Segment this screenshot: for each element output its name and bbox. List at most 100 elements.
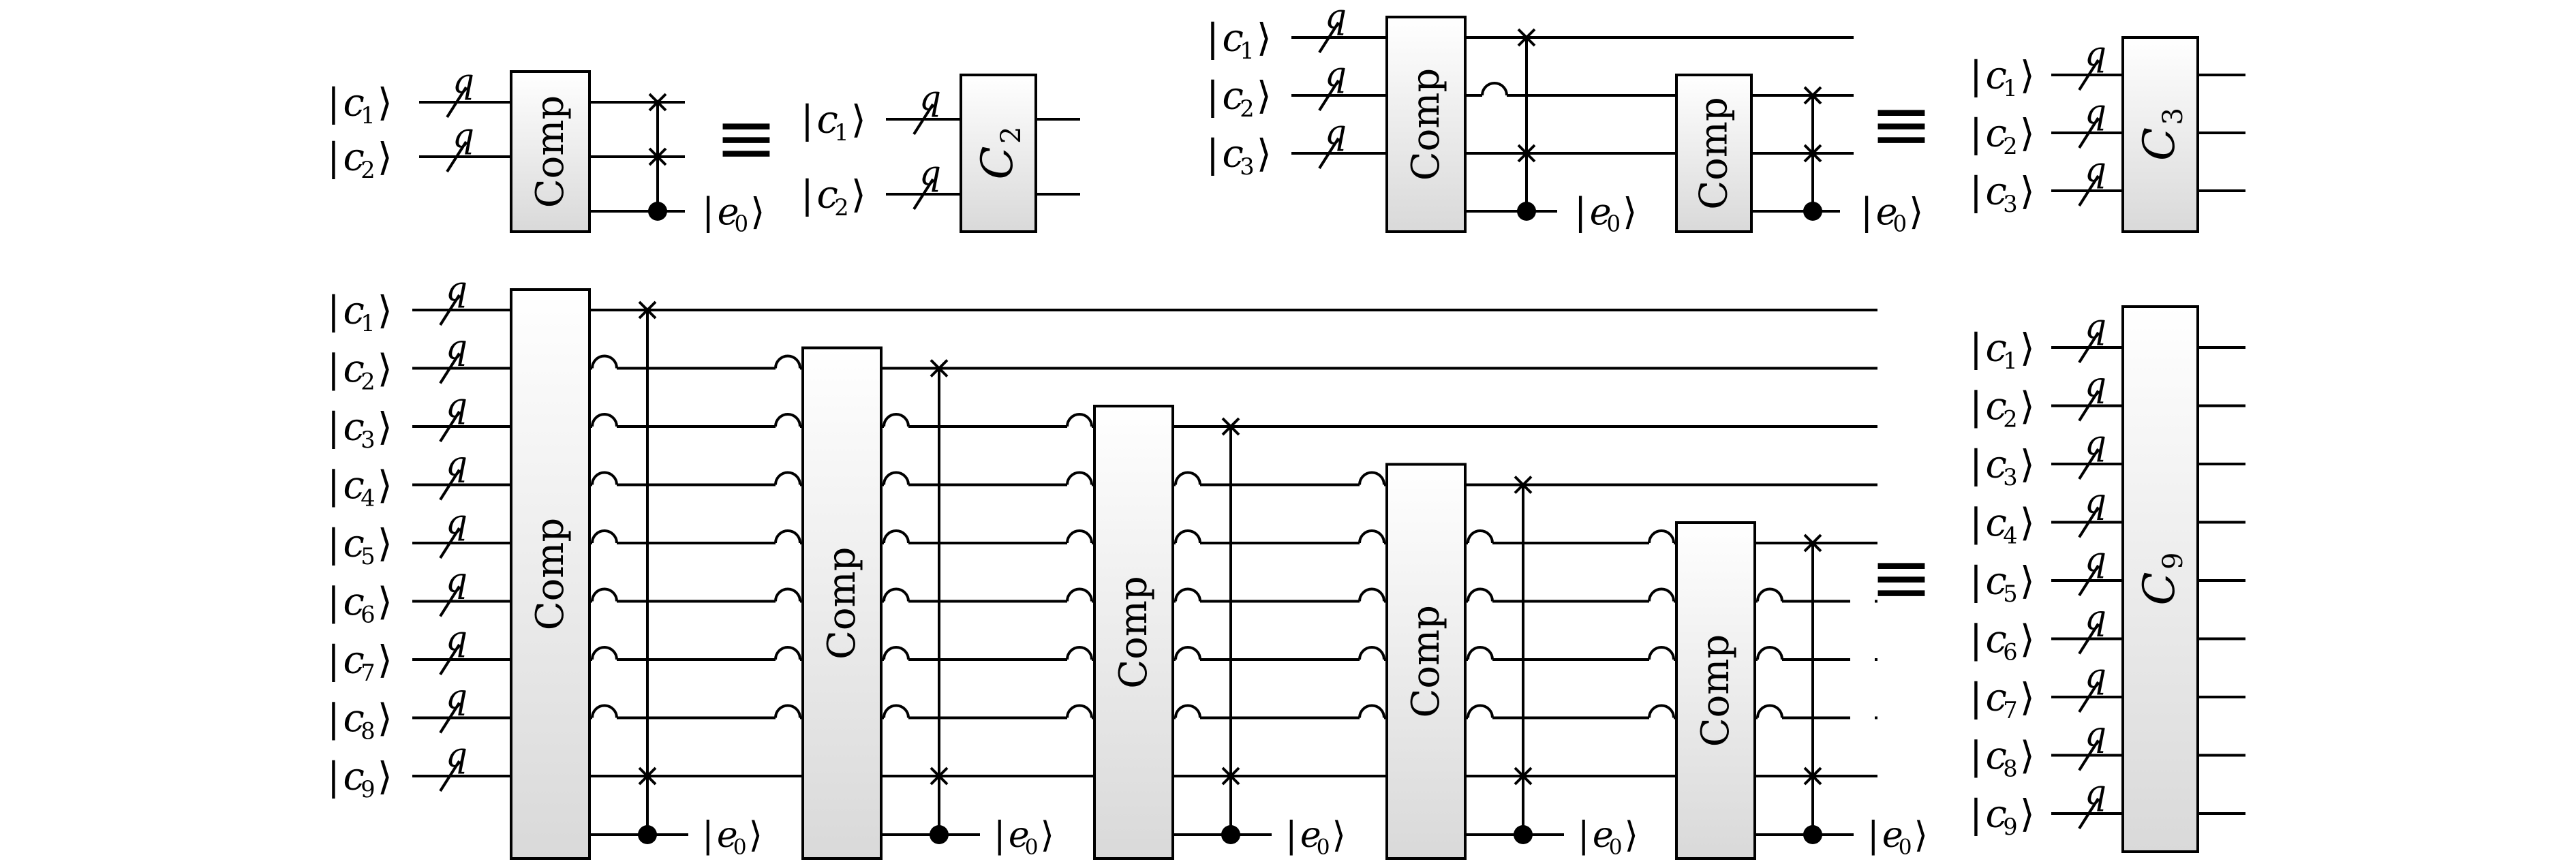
c2-result-gate-label: C3 xyxy=(2134,108,2189,161)
c1-swap-top-b xyxy=(648,93,667,112)
c3-wire-4-hop-2 xyxy=(883,471,910,485)
c3-result-wire-5-slash xyxy=(2078,564,2100,597)
c2-result-gate-index: 3 xyxy=(2158,108,2189,125)
c3-result-ket-2-close: ⟩ xyxy=(2020,384,2035,429)
c3-result-width-9: q xyxy=(2085,773,2106,812)
c3-wire-7-hop-2 xyxy=(883,646,910,660)
c3-result-ket-4: |c4⟩ xyxy=(1969,501,2035,548)
c3-input-ket-9-close: ⟩ xyxy=(378,755,393,799)
c1-result-width-2: q xyxy=(919,153,941,193)
c2-input-ket-2-index: 2 xyxy=(1240,95,1254,122)
c3-swap-bottom-5-b xyxy=(1803,767,1822,786)
c3-wire-6-slash xyxy=(439,585,461,617)
c1-result-ket-2-letter: c xyxy=(817,173,838,217)
c3-width-label-9: q xyxy=(446,735,467,775)
c2-result-ket-1-index: 1 xyxy=(2003,75,2017,102)
c3-input-ket-7-letter: c xyxy=(343,638,365,683)
c3-result-ket-7-letter: c xyxy=(1986,676,2007,720)
c3-ancilla-ket-3-open: | xyxy=(1285,815,1298,856)
c3-width-label-3: q xyxy=(446,386,467,425)
c2-result-width-1: q xyxy=(2085,34,2106,74)
c3-result-ket-5-open: | xyxy=(1969,559,1982,604)
c3-wire-6-hop-in-5 xyxy=(1648,587,1675,602)
c3-width-label-4: q xyxy=(446,444,467,484)
c3-input-ket-5-index: 5 xyxy=(361,543,375,570)
c3-wire-5-hop-3 xyxy=(1174,529,1201,544)
c3-wire-4-hop-in-2 xyxy=(774,471,801,485)
c3-input-ket-3-open: | xyxy=(327,405,340,450)
c3-wire-7-hop-in-4 xyxy=(1358,646,1385,660)
c3-compare-gate-2-label: Comp xyxy=(820,546,864,660)
c3-result-ket-5: |c5⟩ xyxy=(1969,559,2035,607)
c1-input-ket-1-close: ⟩ xyxy=(378,81,393,125)
c3-input-ket-1-open: | xyxy=(327,289,340,333)
c3-wire-5-slash xyxy=(439,527,461,559)
c3-ancilla-ket-1-index: 0 xyxy=(733,835,747,860)
c3-result-ket-1-close: ⟩ xyxy=(2020,326,2035,371)
c1-result-ket-1-index: 1 xyxy=(834,119,848,146)
c3-ancilla-ket-5: |e0⟩ xyxy=(1867,815,1928,859)
c3-wire-8-hop-in-5 xyxy=(1648,704,1675,718)
c2-input-ket-2-letter: c xyxy=(1223,74,1244,119)
c1-wire-1-slash xyxy=(446,86,467,119)
c3-input-ket-9-index: 9 xyxy=(361,776,375,803)
c3-result-width-1: q xyxy=(2085,307,2106,346)
c3-width-label-1: q xyxy=(446,269,467,309)
c2-result-ket-1: |c1⟩ xyxy=(1969,54,2035,102)
c3-wire-5-hop-in-2 xyxy=(774,529,801,544)
c3-wire-5-hop-in-3 xyxy=(1066,529,1093,544)
c3-wire-5-hop-2 xyxy=(883,529,910,544)
c3-wire-7-hop-4 xyxy=(1467,646,1494,660)
c3-compare-gate-1-label: Comp xyxy=(528,518,572,631)
c3-wire-7-slash xyxy=(439,643,461,676)
c1-ancilla-ket-close: ⟩ xyxy=(750,190,765,233)
c3-result-ket-6-index: 6 xyxy=(2003,638,2017,665)
c3-swap-top-1-b xyxy=(638,300,657,320)
c3-wire-7-hop-in-3 xyxy=(1066,646,1093,660)
c2-ancilla-ket-2-letter: e xyxy=(1876,190,1898,233)
c3-result-wire-8-slash xyxy=(2078,739,2100,771)
c3-wire-6-hop-in-4 xyxy=(1358,587,1385,602)
c3-swap-bottom-4-b xyxy=(1514,767,1533,786)
c3-ancilla-ket-4-open: | xyxy=(1578,815,1590,856)
c2-ancilla-ket-2: |e0⟩ xyxy=(1860,190,1923,237)
c3-ancilla-ket-1-open: | xyxy=(702,815,714,856)
c3-input-ket-2-index: 2 xyxy=(361,368,375,395)
c3-result-gate-label: C9 xyxy=(2134,553,2189,606)
c3-input-ket-3-close: ⟩ xyxy=(378,405,393,450)
c3-swap-top-3-b xyxy=(1221,417,1240,436)
c2-ancilla-ket-2-open: | xyxy=(1860,190,1873,233)
c3-input-ket-9-open: | xyxy=(327,755,340,799)
c3-input-ket-4-open: | xyxy=(327,463,340,508)
c3-input-ket-4-letter: c xyxy=(343,463,365,508)
c1-input-ket-1-index: 1 xyxy=(361,102,375,129)
c3-width-label-2: q xyxy=(446,328,467,367)
c2-ancilla-ket-1-letter: e xyxy=(1590,190,1612,233)
c3-ancilla-ket-4: |e0⟩ xyxy=(1578,815,1638,859)
c3-input-ket-5-close: ⟩ xyxy=(378,522,393,566)
c3-ancilla-ket-5-close: ⟩ xyxy=(1914,815,1928,856)
c3-input-ket-7: |c7⟩ xyxy=(327,638,393,686)
c3-result-ket-7-open: | xyxy=(1969,676,1982,720)
c3-result-ket-3-open: | xyxy=(1969,443,1982,487)
c3-input-ket-7-index: 7 xyxy=(361,660,375,686)
c3-result-ket-5-index: 5 xyxy=(2003,581,2017,607)
c3-wire-5-hop-in-4 xyxy=(1358,529,1385,544)
c1-input-ket-2-close: ⟩ xyxy=(378,136,393,180)
c3-result-wire-7-slash xyxy=(2078,681,2100,713)
c3-result-width-3: q xyxy=(2085,423,2106,463)
c3-input-ket-8-close: ⟩ xyxy=(378,696,393,741)
c3-result-ket-2-index: 2 xyxy=(2003,405,2017,432)
c2-input-ket-3-open: | xyxy=(1206,132,1219,176)
c3-wire-8-hop-in-3 xyxy=(1066,704,1093,718)
c3-wire-3-hop-in-3 xyxy=(1066,413,1093,427)
c3-compare-gate-5-label: Comp xyxy=(1693,634,1738,747)
c3-compare-gate-4-label: Comp xyxy=(1404,605,1448,718)
c3-wire-8-hop-4 xyxy=(1467,704,1494,718)
c3-result-width-6: q xyxy=(2085,598,2106,638)
c2-input-ket-1-letter: c xyxy=(1223,16,1244,61)
c3-wire-4-hop-in-3 xyxy=(1066,471,1093,485)
c3-result-gate-letter: C xyxy=(2134,572,2185,606)
c3-wire-8-hop-in-2 xyxy=(774,704,801,718)
c3-swap-top-4-b xyxy=(1514,476,1533,494)
